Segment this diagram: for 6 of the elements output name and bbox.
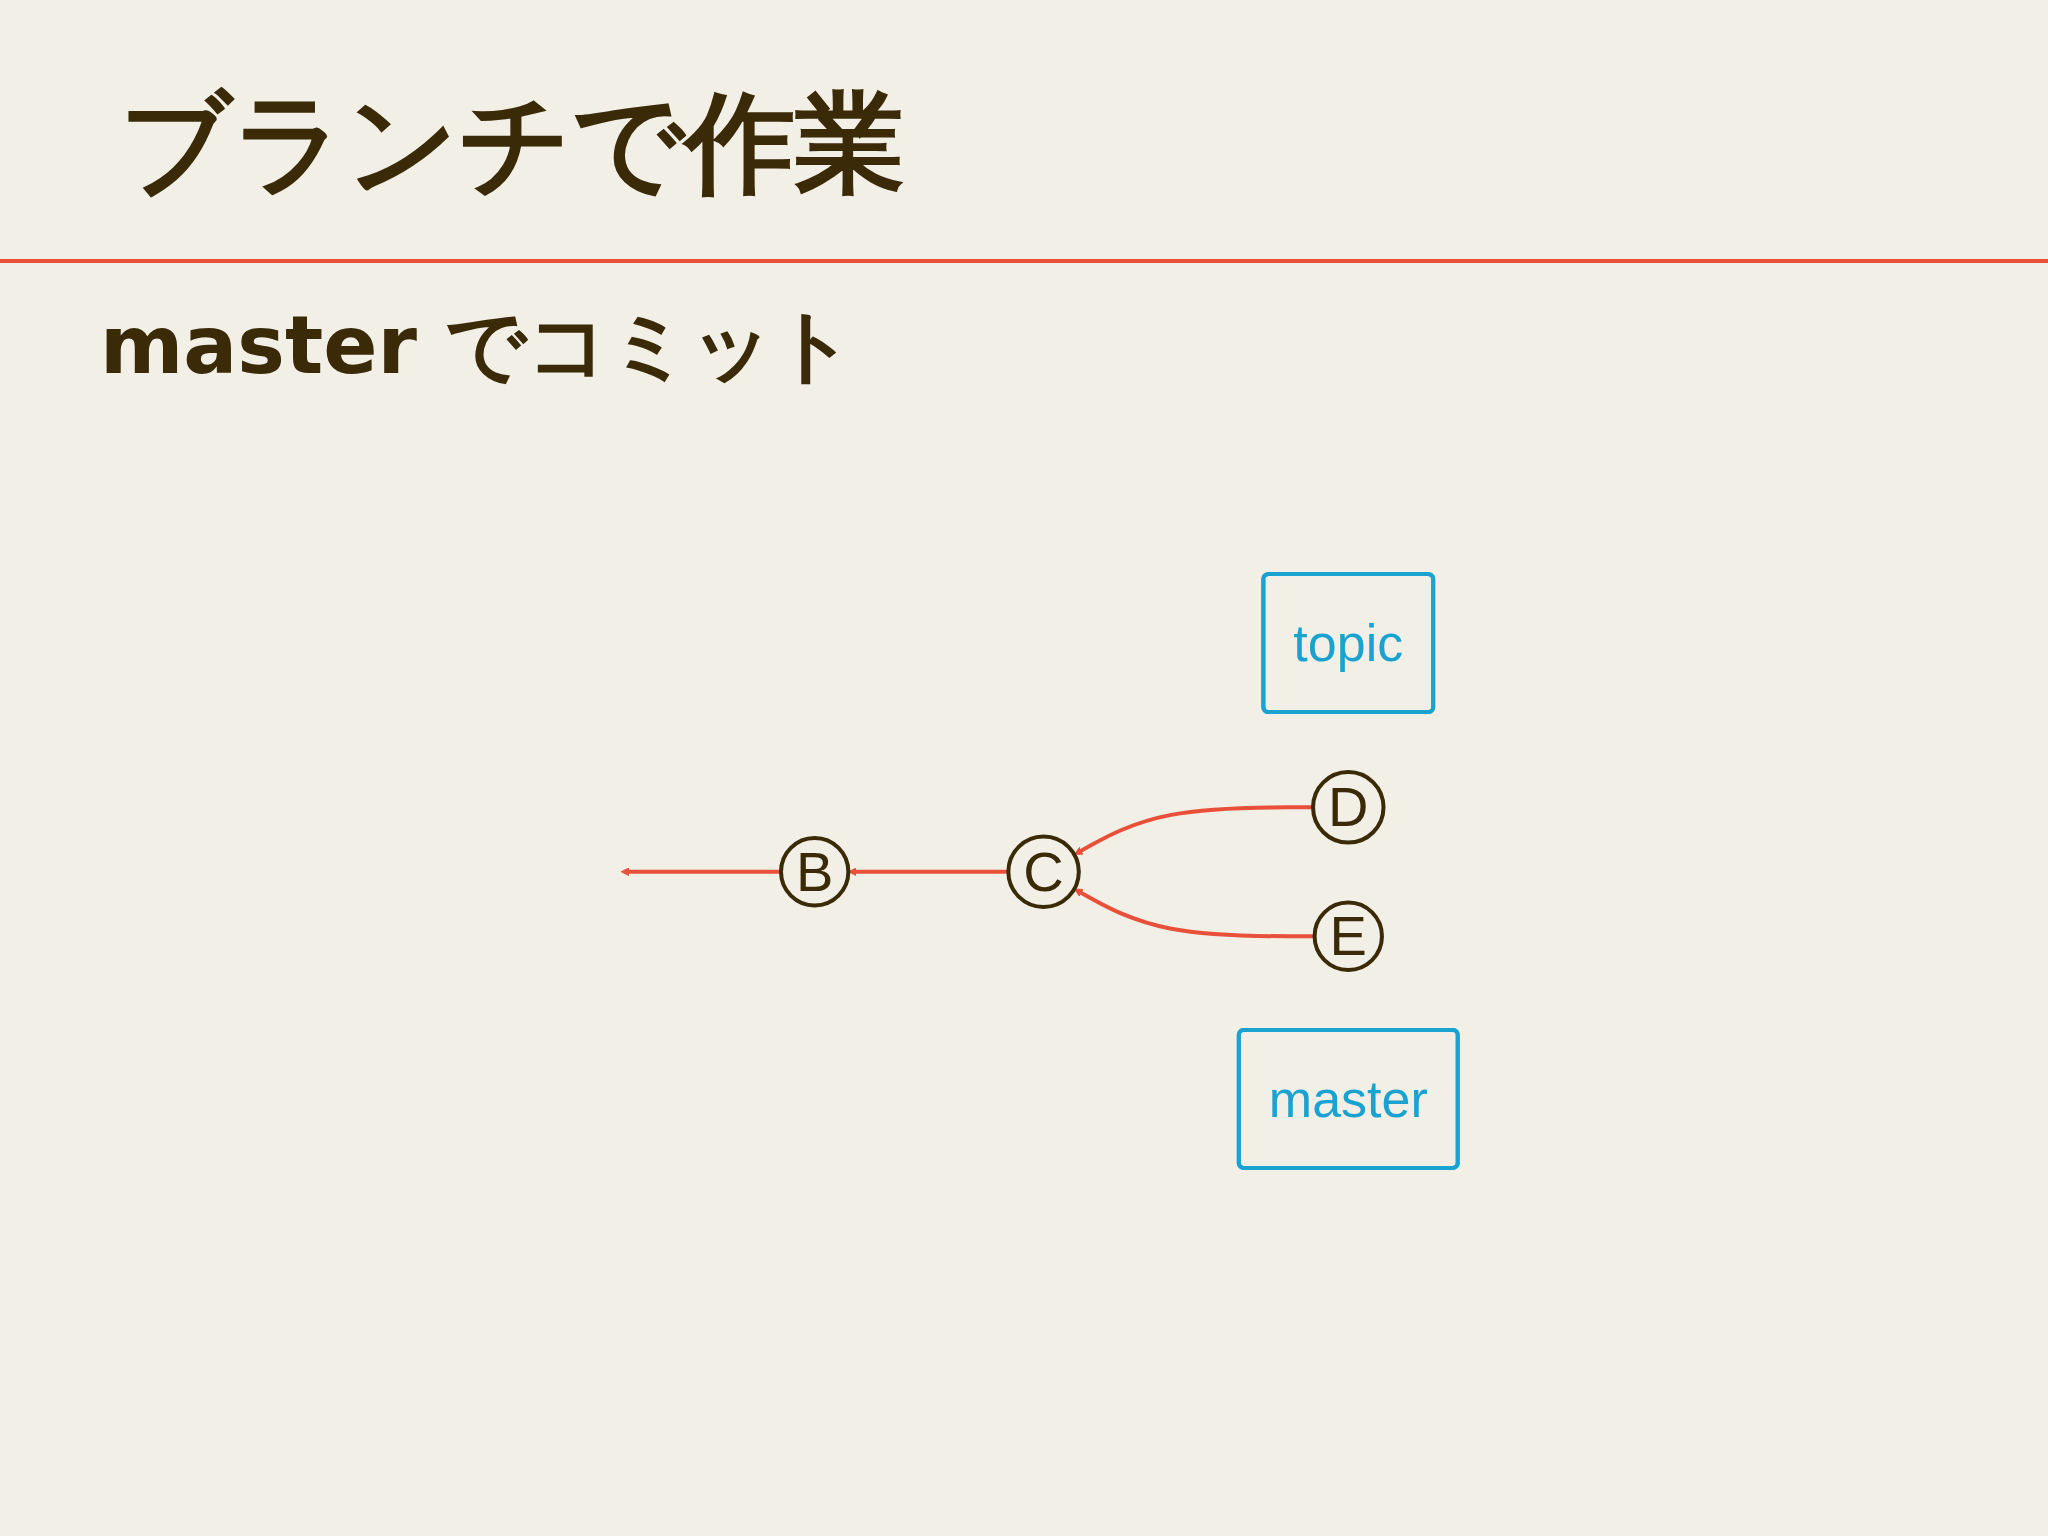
node-circle: D	[1310, 770, 1386, 845]
node-circle: C	[1006, 834, 1081, 909]
node-circle: E	[1312, 900, 1384, 972]
slide-title: ブランチで作業	[120, 78, 905, 209]
node-circle: B	[778, 836, 850, 908]
subtitle: master でコミット	[100, 298, 855, 394]
